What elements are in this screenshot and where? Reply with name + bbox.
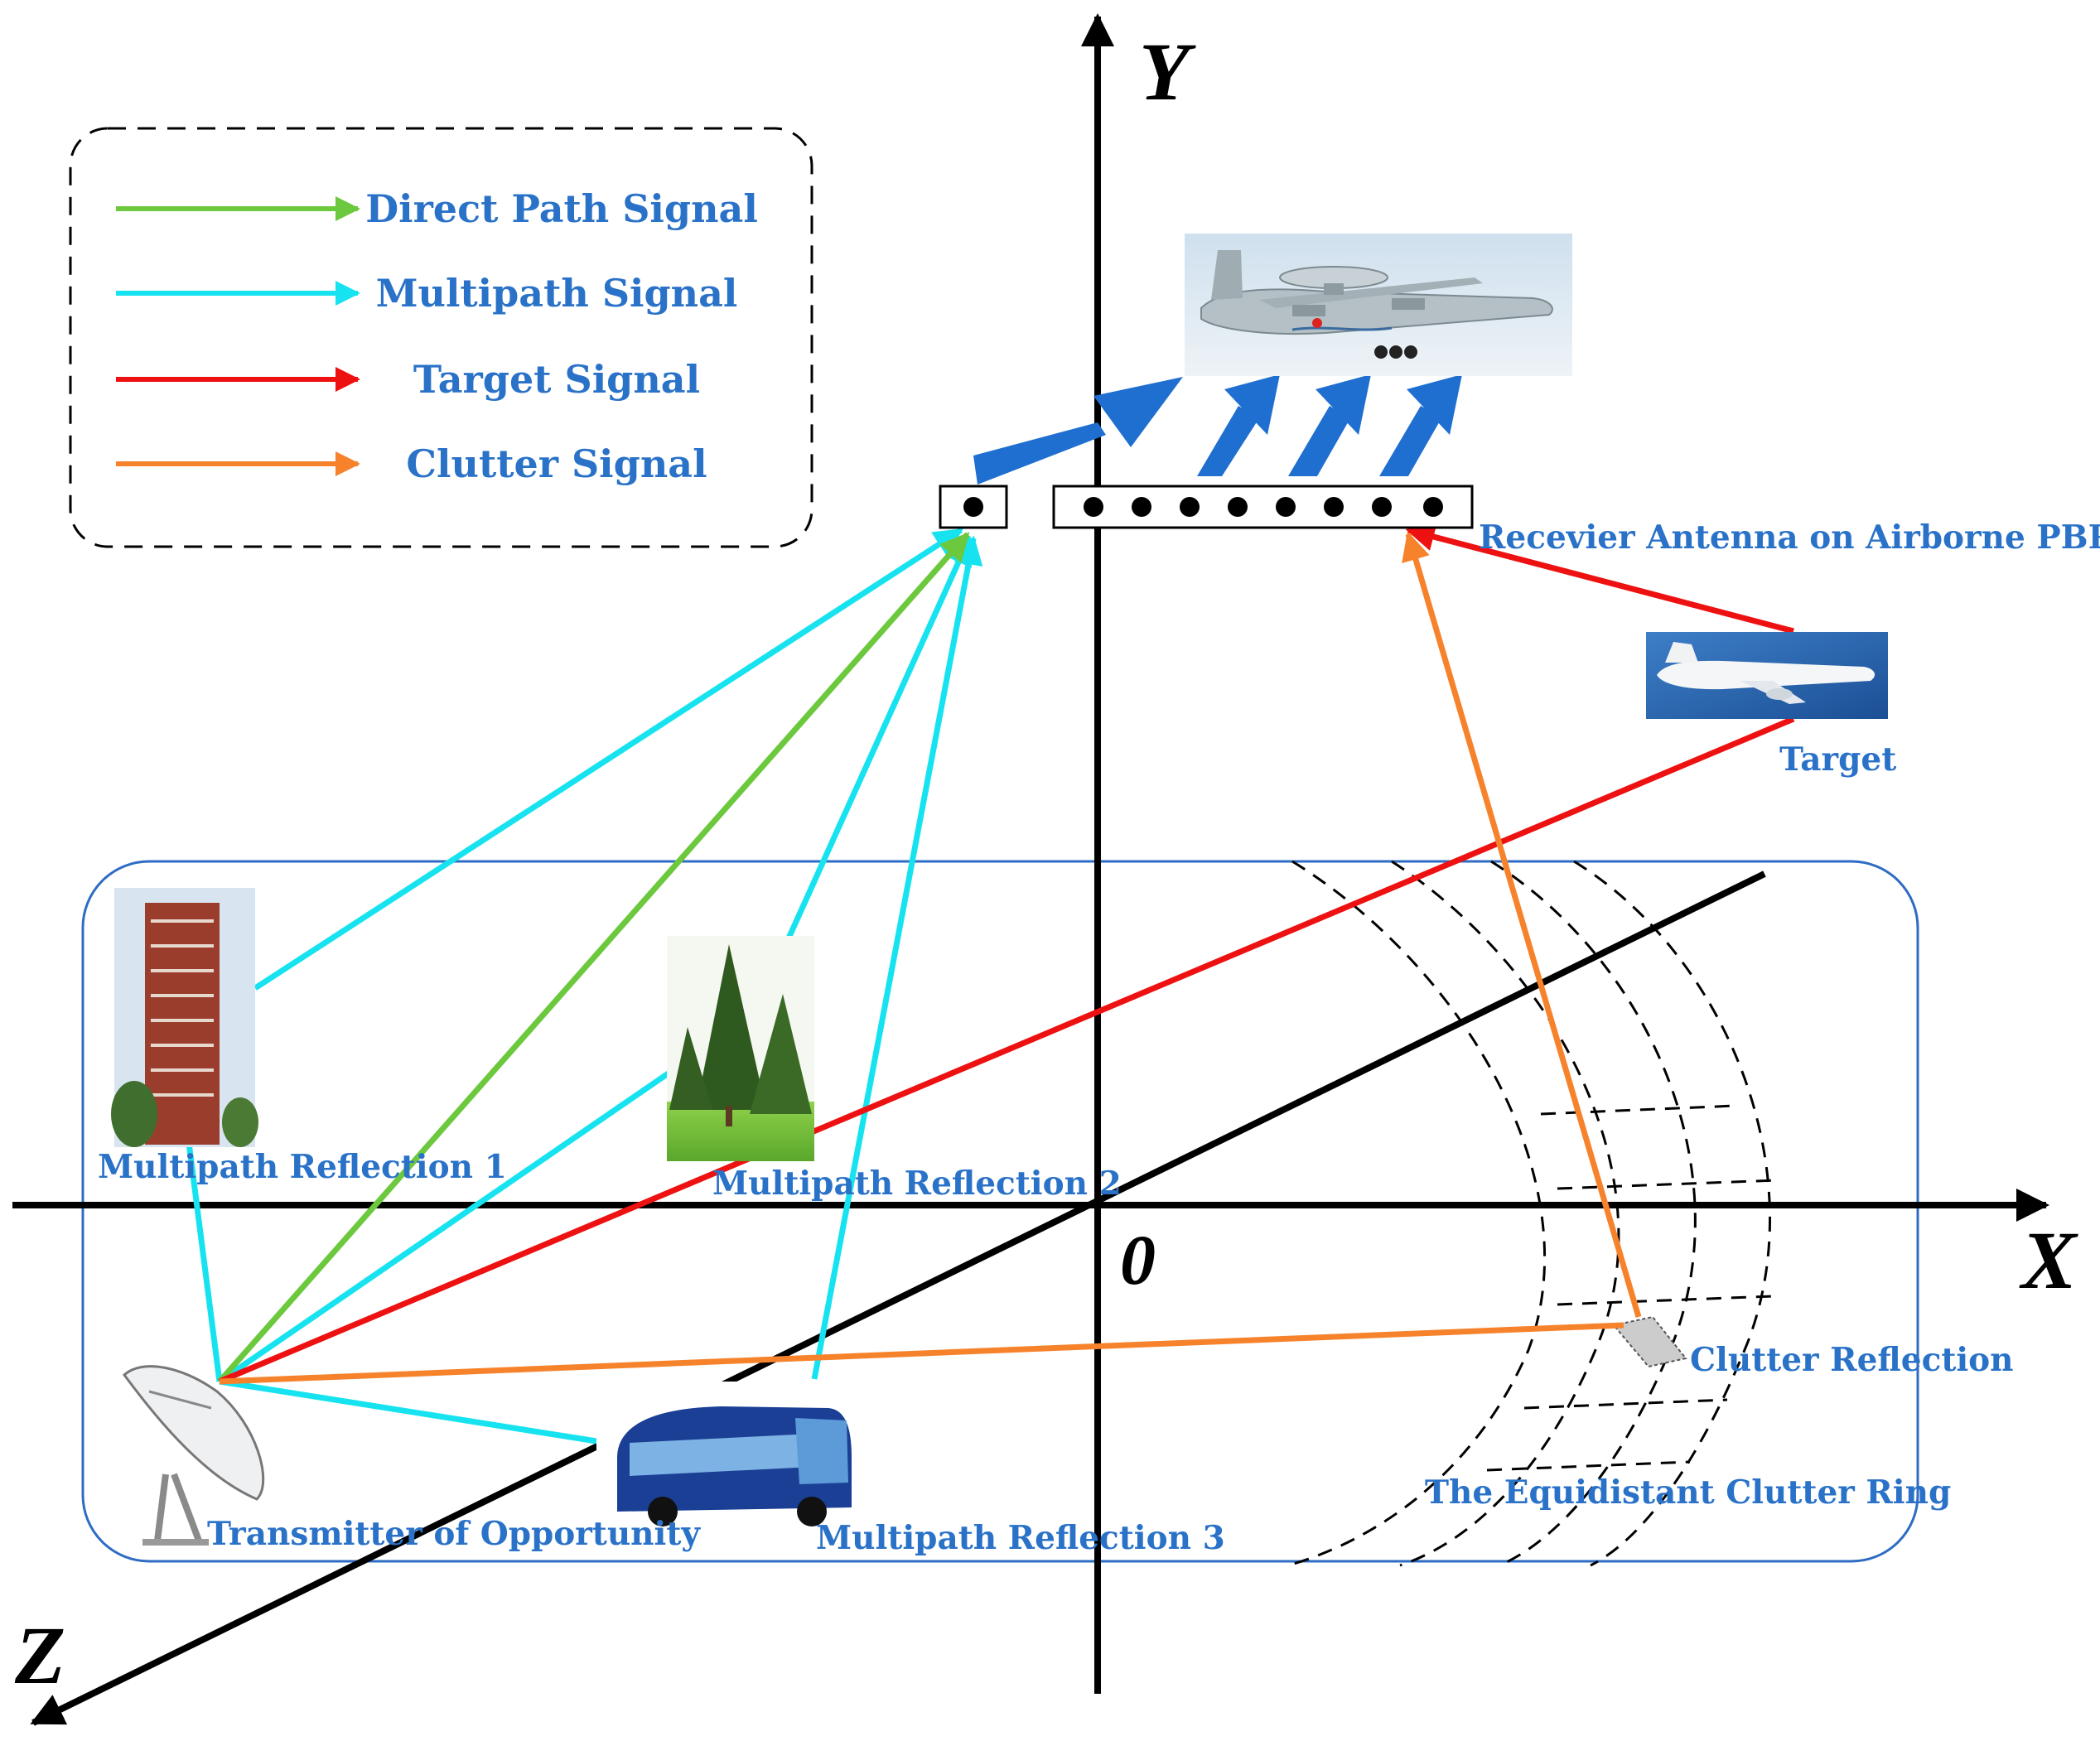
legend-frame xyxy=(69,127,813,548)
multipath-trees-to-receiver xyxy=(757,535,973,1002)
x-axis-label: X xyxy=(2019,1214,2078,1306)
clutter-ring-2 xyxy=(1391,860,1620,1567)
direct-path xyxy=(217,532,970,1384)
clutter-ring-1 xyxy=(1287,860,1547,1567)
clutter-ring-4 xyxy=(1573,860,1772,1567)
z-axis-label: Z xyxy=(14,1609,65,1701)
multipath-tx-to-trees xyxy=(218,1070,671,1384)
antenna-element xyxy=(1228,497,1248,517)
antenna-element xyxy=(1423,497,1443,517)
target-illumination xyxy=(218,716,1795,1385)
clutter-illumination xyxy=(219,1322,1624,1385)
clutter-ring-label: The Equidistant Clutter Ring xyxy=(1425,1473,1951,1512)
diagram-labels: Recevier Antenna on Airborne PBR Target … xyxy=(98,518,2100,1557)
clutter-reflection-label: Clutter Reflection xyxy=(1690,1341,2014,1379)
clutter-cell-line xyxy=(1557,1295,1774,1306)
z-axis xyxy=(30,870,1766,1726)
axes: Y X Z 0 xyxy=(12,13,2078,1726)
multipath-tx-to-bus xyxy=(219,1378,597,1444)
antenna-element xyxy=(1372,497,1392,517)
reflection1-label: Multipath Reflection 1 xyxy=(98,1148,507,1186)
receiver-antenna xyxy=(939,485,1474,529)
ground-region xyxy=(81,860,1919,1563)
antenna-element xyxy=(1180,497,1200,517)
clutter-echo xyxy=(1402,531,1642,1318)
legend-multipath-label: Multipath Signal xyxy=(376,271,738,316)
receive-beams xyxy=(973,374,1462,485)
y-axis-label: Y xyxy=(1139,26,1196,118)
clutter-cell-line xyxy=(1486,1460,1691,1472)
surveillance-beam-arrow xyxy=(1379,374,1462,476)
antenna-element xyxy=(1084,497,1103,517)
awacs-aircraft-icon xyxy=(1185,234,1572,376)
bus-icon xyxy=(596,1382,862,1535)
transmitter-label: Transmitter of Opportunity xyxy=(207,1515,701,1553)
multipath-building-to-receiver xyxy=(253,528,963,991)
passenger-jet-icon xyxy=(1646,632,1888,719)
legend: Direct Path Signal Multipath Signal Targ… xyxy=(69,127,813,548)
receiver-label: Recevier Antenna on Airborne PBR xyxy=(1479,518,2100,557)
legend-direct-label: Direct Path Signal xyxy=(365,186,758,231)
target-label: Target xyxy=(1779,740,1896,779)
clutter-rings xyxy=(1287,860,1778,1567)
reflection2-label: Multipath Reflection 2 xyxy=(712,1165,1122,1203)
multipath-bus-to-receiver xyxy=(811,535,983,1380)
trees-icon xyxy=(667,936,814,1161)
clutter-cell-line xyxy=(1540,1104,1736,1116)
tall-building-icon xyxy=(111,888,258,1147)
surveillance-beam-arrow xyxy=(1288,374,1371,476)
antenna-element xyxy=(1276,497,1296,517)
satellite-dish-icon xyxy=(122,1365,265,1546)
target-echo xyxy=(1405,523,1794,634)
clutter-cell-line xyxy=(1557,1179,1778,1190)
antenna-element xyxy=(1324,497,1344,517)
legend-target-label: Target Signal xyxy=(413,357,700,402)
signal-paths xyxy=(186,523,1795,1444)
reflection3-label: Multipath Reflection 3 xyxy=(816,1519,1225,1557)
surveillance-array-box xyxy=(1052,485,1474,529)
clutter-ring-3 xyxy=(1490,860,1697,1567)
antenna-element xyxy=(963,497,983,517)
legend-clutter-label: Clutter Signal xyxy=(406,441,707,486)
antenna-element xyxy=(1132,497,1151,517)
clutter-reflection-patch xyxy=(1612,1315,1687,1368)
multipath-tx-to-building xyxy=(186,1142,223,1382)
surveillance-beam-arrow xyxy=(1197,374,1280,476)
reference-beam-arrow xyxy=(973,377,1183,485)
clutter-cell-line xyxy=(1523,1398,1728,1410)
origin-label: 0 xyxy=(1120,1220,1156,1300)
